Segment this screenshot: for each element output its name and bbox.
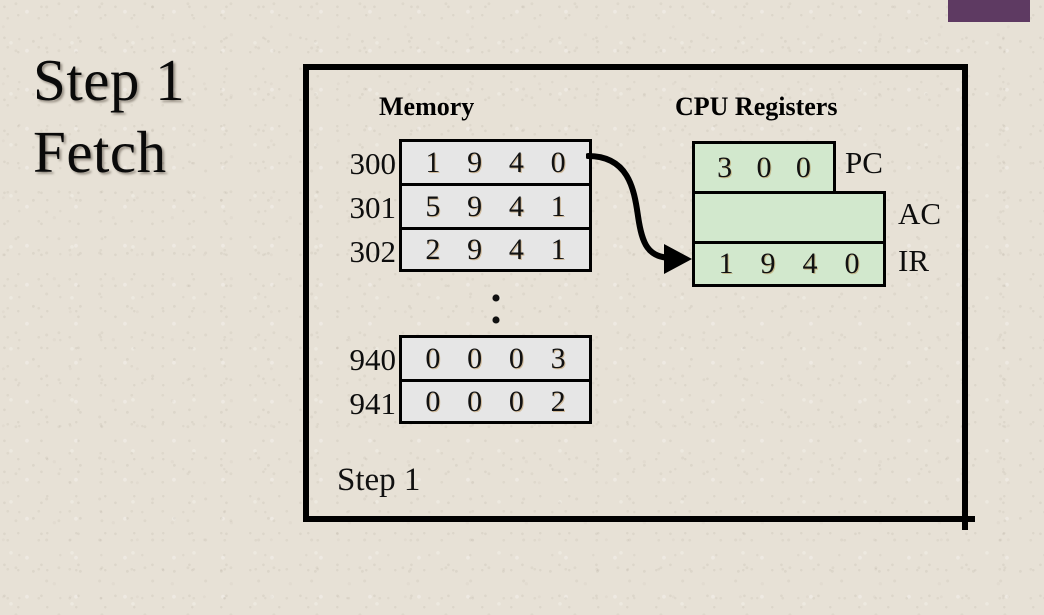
memory-address-label: 940	[349, 342, 397, 377]
digit: 0	[756, 150, 772, 184]
digit: 4	[508, 189, 524, 223]
frame-border-right	[962, 64, 968, 530]
register-ac-digits	[695, 194, 883, 241]
digit: 1	[718, 247, 734, 280]
digit: 0	[844, 247, 860, 280]
slide-title-line-1: Step 1	[33, 47, 186, 113]
digit: 0	[508, 341, 524, 375]
memory-address-label: 941	[349, 386, 397, 421]
digit: 0	[795, 150, 811, 184]
digit: 9	[467, 232, 483, 266]
digit: 2	[550, 384, 566, 418]
cpu-registers-heading: CPU Registers	[675, 92, 838, 121]
digit: 0	[425, 384, 441, 418]
digit: 3	[717, 150, 733, 184]
digit: 0	[425, 341, 441, 375]
ellipsis-dot-2: •	[490, 304, 502, 337]
diagram-frame	[303, 64, 975, 530]
purple-accent-bar	[948, 0, 1030, 22]
digit: 1	[425, 145, 441, 179]
digit: 9	[467, 145, 483, 179]
register-ac	[692, 191, 886, 241]
digit: 0	[508, 384, 524, 418]
ellipsis-dot-1: •	[490, 282, 502, 315]
digit: 1	[550, 189, 566, 223]
memory-address-label: 302	[349, 234, 397, 269]
digit: 0	[550, 145, 566, 179]
memory-to-ir-arrow	[586, 153, 692, 274]
frame-border-left	[303, 64, 309, 522]
digit: 1	[550, 232, 566, 266]
frame-border-bottom	[303, 516, 975, 522]
slide-title: Step 1 Fetch	[33, 44, 293, 188]
register-label-pc: PC	[845, 145, 883, 180]
memory-heading: Memory	[379, 92, 475, 121]
step-caption: Step 1	[337, 462, 421, 498]
digit: 4	[802, 247, 818, 280]
frame-border-top	[303, 64, 968, 70]
memory-address-label: 300	[349, 146, 397, 181]
digit: 0	[467, 384, 483, 418]
register-label-ac: AC	[898, 196, 942, 231]
slide-title-line-2: Fetch	[33, 119, 167, 185]
digit: 4	[508, 232, 524, 266]
memory-address-label: 301	[349, 190, 397, 225]
digit: 5	[425, 189, 441, 223]
digit: 9	[467, 189, 483, 223]
digit: 9	[760, 247, 776, 280]
register-label-ir: IR	[898, 243, 929, 278]
memory-ellipsis: • •	[489, 282, 503, 337]
digit: 0	[467, 341, 483, 375]
digit: 2	[425, 232, 441, 266]
digit: 4	[508, 145, 524, 179]
digit: 3	[550, 341, 566, 375]
